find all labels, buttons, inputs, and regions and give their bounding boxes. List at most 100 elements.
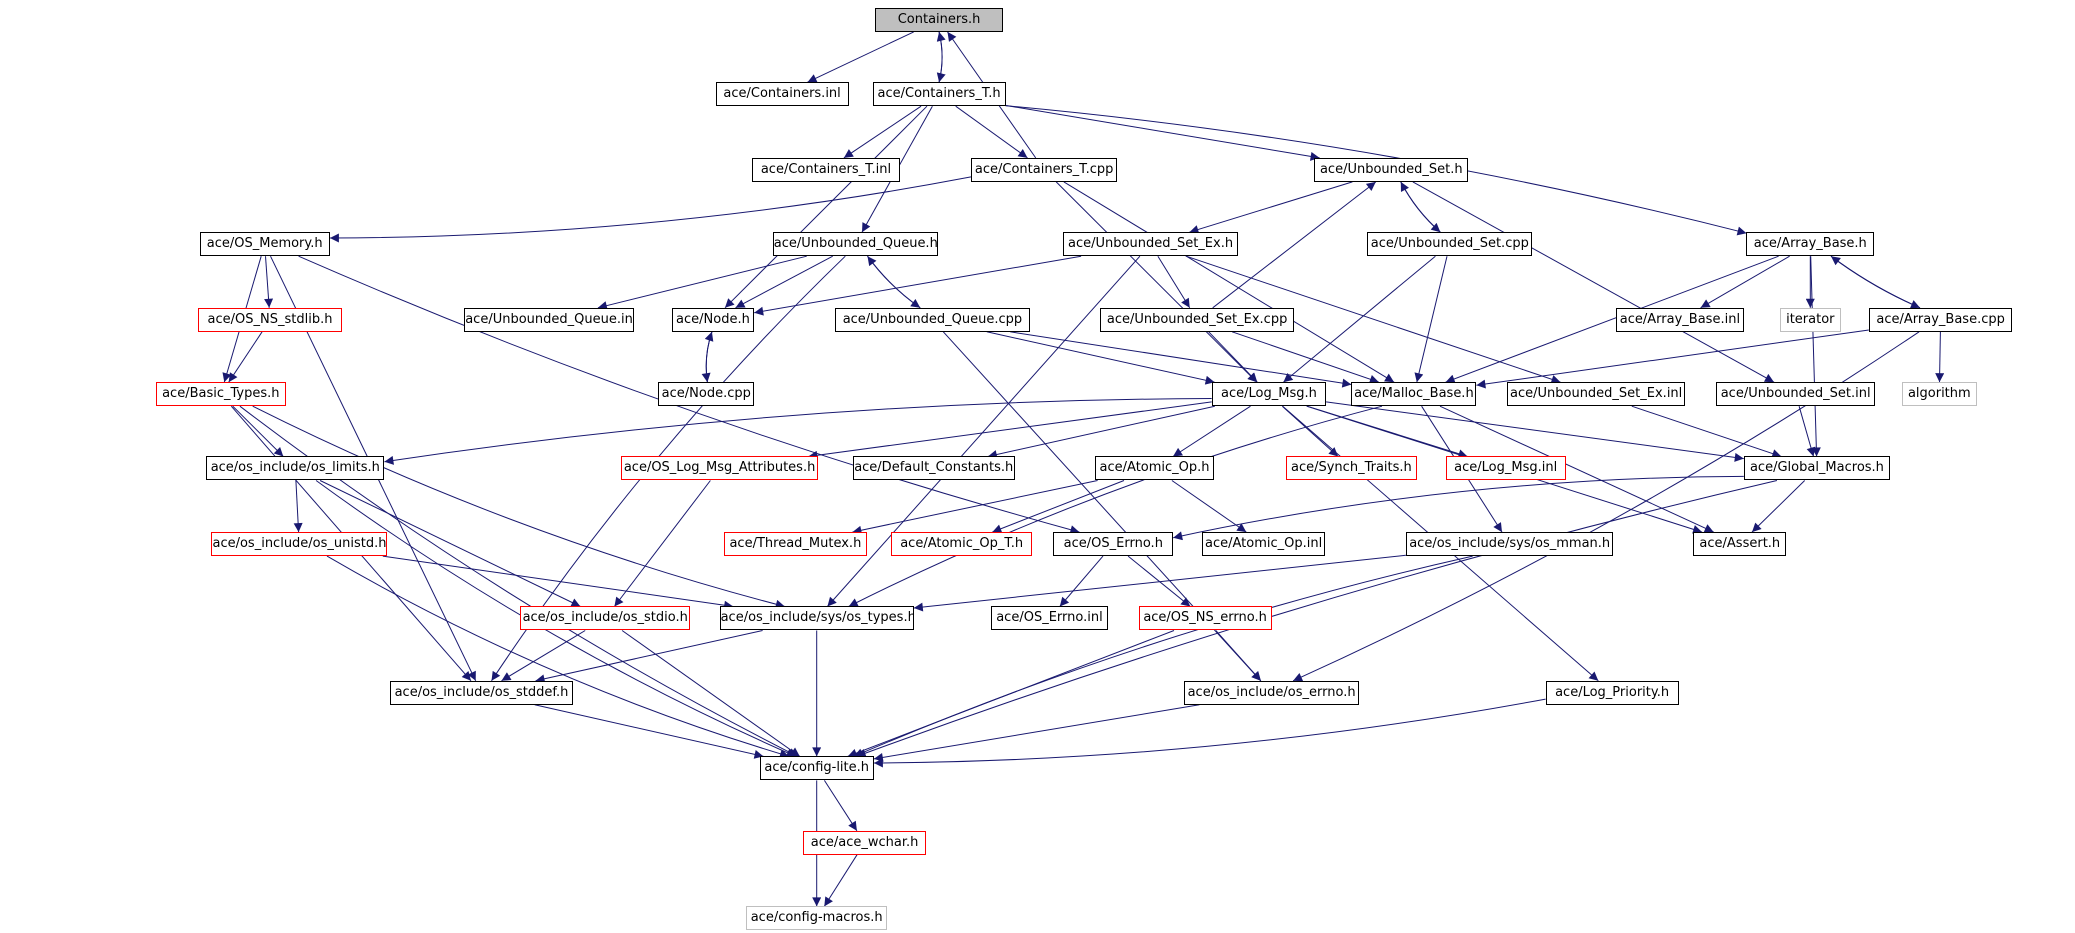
node-containers-t-inl[interactable]: ace/Containers_T.inl xyxy=(751,157,901,182)
node-log-msg-h[interactable]: ace/Log_Msg.h xyxy=(1211,382,1327,407)
edge-array_base_cpp-to-array_base_h xyxy=(1830,255,1921,309)
node-containers-inl[interactable]: ace/Containers.inl xyxy=(715,82,849,107)
node-global-macros-h[interactable]: ace/Global_Macros.h xyxy=(1743,456,1891,481)
node-unbounded-queue-h[interactable]: ace/Unbounded_Queue.h xyxy=(772,232,938,257)
edge-os_ns_stdlib_h-to-basic_types_h xyxy=(228,331,263,383)
edge-containers_t_h-to-containers_t_cpp xyxy=(955,105,1028,159)
node-os-errno-inl[interactable]: ace/OS_Errno.inl xyxy=(990,606,1108,631)
edge-containers_t_h-to-unbounded_set_h xyxy=(1005,104,1320,161)
node-config-lite-h[interactable]: ace/config-lite.h xyxy=(759,756,874,781)
edge-basic_types_h-to-os_limits_h xyxy=(232,405,284,457)
node-unbounded-queue-cpp[interactable]: ace/Unbounded_Queue.cpp xyxy=(835,307,1030,332)
edge-containers_h-to-containers_inl xyxy=(807,31,914,83)
edge-os_errno_ace_h-to-os_errno_inl xyxy=(1059,555,1104,607)
node-os-memory-h[interactable]: ace/OS_Memory.h xyxy=(199,232,330,257)
edge-unbounded_set_cpp-to-log_msg_h xyxy=(1283,255,1436,383)
edge-log_msg_h-to-default_constants_h xyxy=(987,405,1215,459)
node-os-stddef-h[interactable]: ace/os_include/os_stddef.h xyxy=(389,680,574,705)
edge-os_types_h-to-os_stddef_h xyxy=(535,630,763,684)
node-thread-mutex-h[interactable]: ace/Thread_Mutex.h xyxy=(723,532,868,557)
edge-unbounded_queue_cpp-to-malloc_base_h xyxy=(1010,331,1352,388)
edge-unbounded_set_ex_inl-to-global_macros_h xyxy=(1631,405,1782,458)
edge-array_base_h-to-malloc_base_h xyxy=(1445,255,1779,384)
edge-containers_t_h-to-array_base_h xyxy=(1005,105,1747,236)
node-array-base-inl[interactable]: ace/Array_Base.inl xyxy=(1616,307,1744,332)
edge-unbounded_set_ex_cpp-to-malloc_base_h xyxy=(1231,331,1380,384)
edge-unbounded_set_cpp-to-malloc_base_h xyxy=(1414,256,1448,383)
edge-containers_t_h-to-containers_h xyxy=(936,31,946,83)
node-array-base-cpp[interactable]: ace/Array_Base.cpp xyxy=(1868,307,2013,332)
node-atomic-op-h[interactable]: ace/Atomic_Op.h xyxy=(1094,456,1215,481)
node-os-log-msg-attributes-h[interactable]: ace/OS_Log_Msg_Attributes.h xyxy=(621,456,818,481)
edge-containers_t_h-to-containers_t_inl xyxy=(843,105,922,159)
edge-containers_t_cpp-to-os_memory_h xyxy=(329,176,972,243)
node-unbounded-set-inl[interactable]: ace/Unbounded_Set.inl xyxy=(1715,382,1876,407)
edge-os_unistd_h-to-config_lite_h xyxy=(326,555,790,759)
node-containers-t-cpp[interactable]: ace/Containers_T.cpp xyxy=(970,157,1118,182)
node-ace-wchar-h[interactable]: ace/ace_wchar.h xyxy=(803,830,926,855)
node-node-h[interactable]: ace/Node.h xyxy=(671,307,755,332)
edge-unbounded_queue_cpp-to-unbounded_queue_h xyxy=(867,255,921,309)
edge-array_base_cpp-to-algorithm xyxy=(1935,331,1945,383)
edge-unbounded_set_inl-to-global_macros_h xyxy=(1798,406,1816,457)
node-log-msg-inl[interactable]: ace/Log_Msg.inl xyxy=(1445,456,1566,481)
node-log-priority-h[interactable]: ace/Log_Priority.h xyxy=(1545,680,1679,705)
edge-atomic_op_h-to-thread_mutex_h xyxy=(852,480,1098,535)
edge-global_macros_h-to-config_lite_h xyxy=(856,480,1778,758)
node-containers-h[interactable]: Containers.h xyxy=(875,7,1003,32)
edge-os_ns_errno_h-to-config_lite_h xyxy=(847,630,1175,758)
node-unbounded-set-ex-h[interactable]: ace/Unbounded_Set_Ex.h xyxy=(1062,232,1239,257)
edge-unbounded_queue_cpp-to-log_msg_h xyxy=(986,331,1215,385)
edge-config_lite_h-to-ace_wchar_h xyxy=(823,780,858,832)
edge-os_ns_errno_h-to-os_include_errno_h xyxy=(1215,630,1262,682)
node-default-constants-h[interactable]: ace/Default_Constants.h xyxy=(852,456,1015,481)
edge-os_unistd_h-to-os_types_h xyxy=(382,555,734,610)
edge-os_log_msg_attributes_h-to-os_stdio_h xyxy=(614,480,711,607)
edge-unbounded_set_h-to-unbounded_set_ex_h xyxy=(1189,181,1353,234)
edge-log_priority_h-to-config_lite_h xyxy=(873,698,1546,768)
edge-unbounded_set_ex_h-to-os_types_h xyxy=(827,255,1141,607)
edge-unbounded_set_h-to-unbounded_set_inl xyxy=(1412,181,1775,383)
edge-log_msg_h-to-atomic_op_h xyxy=(1172,405,1251,457)
node-synch-traits-h[interactable]: ace/Synch_Traits.h xyxy=(1286,456,1417,481)
edge-global_macros_h-to-assert_h xyxy=(1751,480,1806,533)
node-assert-h[interactable]: ace/Assert.h xyxy=(1693,532,1787,557)
node-unbounded-set-h[interactable]: ace/Unbounded_Set.h xyxy=(1314,157,1469,182)
node-os-stdio-h[interactable]: ace/os_include/os_stdio.h xyxy=(520,606,691,631)
node-unbounded-set-cpp[interactable]: ace/Unbounded_Set.cpp xyxy=(1367,232,1533,257)
node-iterator[interactable]: iterator xyxy=(1779,307,1841,332)
node-array-base-h[interactable]: ace/Array_Base.h xyxy=(1746,232,1875,257)
node-node-cpp[interactable]: ace/Node.cpp xyxy=(658,382,755,407)
node-unbounded-set-ex-inl[interactable]: ace/Unbounded_Set_Ex.inl xyxy=(1507,382,1686,407)
node-unbounded-set-ex-cpp[interactable]: ace/Unbounded_Set_Ex.cpp xyxy=(1100,307,1295,332)
node-atomic-op-inl[interactable]: ace/Atomic_Op.inl xyxy=(1202,532,1325,557)
node-os-errno-h[interactable]: ace/OS_Errno.h xyxy=(1053,532,1174,557)
node-os-ns-stdlib-h[interactable]: ace/OS_NS_stdlib.h xyxy=(198,307,342,332)
node-os-include-errno-h[interactable]: ace/os_include/os_errno.h xyxy=(1183,680,1360,705)
node-os-ns-errno-h[interactable]: ace/OS_NS_errno.h xyxy=(1138,606,1272,631)
node-config-macros-h[interactable]: ace/config-macros.h xyxy=(746,906,888,931)
edge-atomic_op_h-to-atomic_op_inl xyxy=(1171,480,1247,533)
node-os-limits-h[interactable]: ace/os_include/os_limits.h xyxy=(206,456,385,481)
node-malloc-base-h[interactable]: ace/Malloc_Base.h xyxy=(1351,382,1477,407)
node-atomic-op-t-h[interactable]: ace/Atomic_Op_T.h xyxy=(891,532,1033,557)
node-os-types-h[interactable]: ace/os_include/sys/os_types.h xyxy=(719,606,914,631)
edge-array_base_h-to-global_macros_h xyxy=(1810,256,1821,457)
node-os-unistd-h[interactable]: ace/os_include/os_unistd.h xyxy=(211,532,388,557)
edge-unbounded_set_ex_h-to-unbounded_set_ex_inl xyxy=(1186,255,1561,384)
node-containers-t-h[interactable]: ace/Containers_T.h xyxy=(872,82,1006,107)
edge-os_stdio_h-to-config_lite_h xyxy=(621,630,801,757)
node-algorithm[interactable]: algorithm xyxy=(1902,382,1977,407)
edge-log_msg_h-to-os_log_msg_attributes_h xyxy=(808,401,1212,460)
node-unbounded-queue-inl[interactable]: ace/Unbounded_Queue.inl xyxy=(464,307,635,332)
edge-os_memory_h-to-os_ns_stdlib_h xyxy=(264,256,274,308)
edge-containers_t_h-to-node_h xyxy=(724,105,928,309)
edge-os_include_errno_h-to-config_lite_h xyxy=(873,704,1200,762)
edge-log_msg_h-to-global_macros_h xyxy=(1326,401,1744,462)
edge-os_limits_h-to-os_unistd_h xyxy=(293,480,303,533)
edge-containers_t_cpp-to-malloc_base_h xyxy=(1063,181,1395,383)
node-basic-types-h[interactable]: ace/Basic_Types.h xyxy=(155,382,286,407)
node-os-mman-h[interactable]: ace/os_include/sys/os_mman.h xyxy=(1405,532,1614,557)
